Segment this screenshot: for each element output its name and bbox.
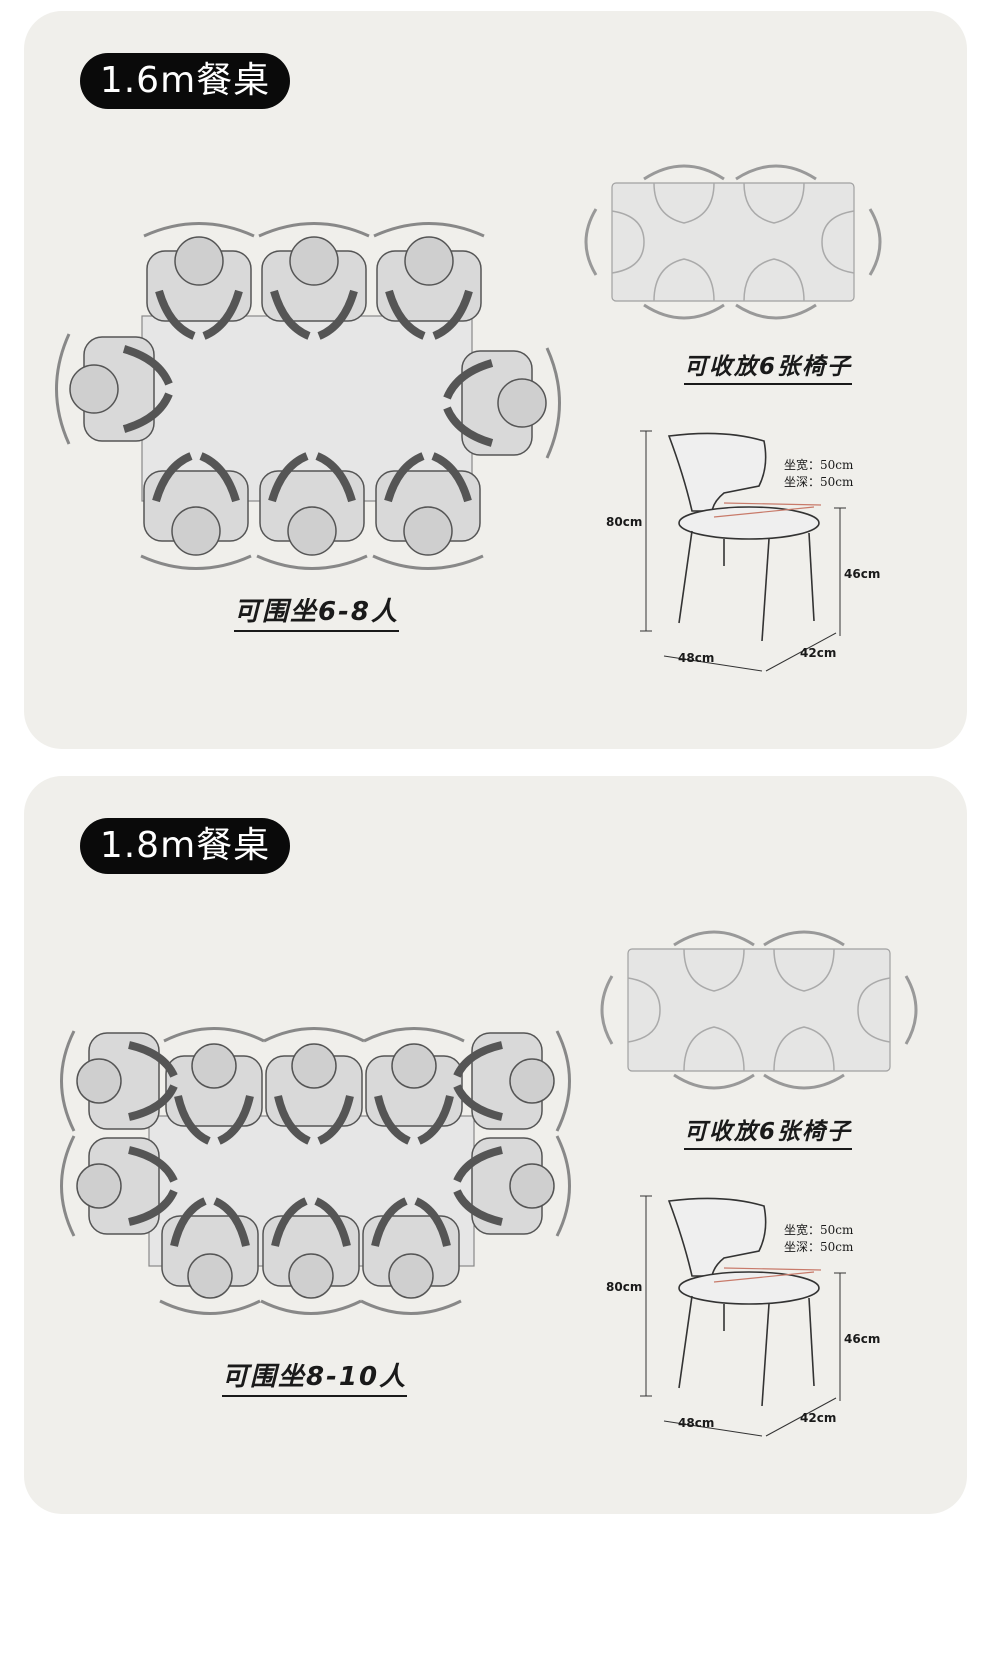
person-bottom-3 — [372, 452, 484, 570]
section-title: 1.6m餐桌 — [80, 53, 290, 109]
person-bottom-2 — [256, 452, 368, 570]
section-title: 1.8m餐桌 — [80, 818, 290, 874]
table-section-1: 1.6m餐桌 — [24, 11, 967, 749]
person-top-1 — [163, 1027, 265, 1145]
person-right-lower — [453, 1135, 571, 1237]
person-top-3 — [373, 222, 485, 340]
side-depth-label: 42cm — [800, 646, 837, 660]
person-bottom-1 — [140, 452, 252, 570]
seat-width-spec: 坐宽：50cm — [784, 458, 854, 472]
side-depth-label: 42cm — [800, 1411, 837, 1425]
front-width-label: 48cm — [678, 1416, 715, 1430]
person-left-end — [55, 333, 173, 445]
seat-height-label: 46cm — [844, 1332, 881, 1346]
person-bottom-2 — [260, 1197, 362, 1315]
chair-height-label: 80cm — [606, 515, 643, 529]
person-top-3 — [363, 1027, 465, 1145]
person-bottom-3 — [360, 1197, 462, 1315]
chair-dimension-drawing — [640, 430, 846, 672]
dining-table — [141, 315, 473, 502]
front-width-label: 48cm — [678, 651, 715, 665]
person-top-1 — [143, 222, 255, 340]
seat-height-label: 46cm — [844, 567, 881, 581]
seating-layout-diagram — [55, 222, 561, 570]
person-left-upper — [60, 1030, 178, 1132]
chair-height-label: 80cm — [606, 1280, 643, 1294]
seating-caption: 可围坐6-8人 — [234, 591, 399, 632]
person-right-upper — [453, 1030, 571, 1132]
person-top-2 — [258, 222, 370, 340]
seating-caption: 可围坐8-10人 — [222, 1356, 408, 1397]
chair-storage-diagram — [600, 930, 918, 1090]
person-bottom-1 — [159, 1197, 261, 1315]
person-top-2 — [263, 1027, 365, 1145]
storage-caption: 可收放6张椅子 — [684, 1112, 853, 1150]
seat-depth-spec: 坐深：50cm — [784, 475, 854, 489]
person-left-lower — [60, 1135, 178, 1237]
chair-dimension-drawing — [640, 1195, 846, 1437]
person-right-end — [443, 347, 561, 459]
chair-storage-diagram — [584, 164, 882, 320]
seat-depth-spec: 坐深：50cm — [784, 1240, 854, 1254]
storage-caption: 可收放6张椅子 — [684, 347, 853, 385]
seat-width-spec: 坐宽：50cm — [784, 1223, 854, 1237]
table-section-2: 1.8m餐桌 — [24, 776, 967, 1514]
seating-layout-diagram — [60, 1027, 571, 1315]
